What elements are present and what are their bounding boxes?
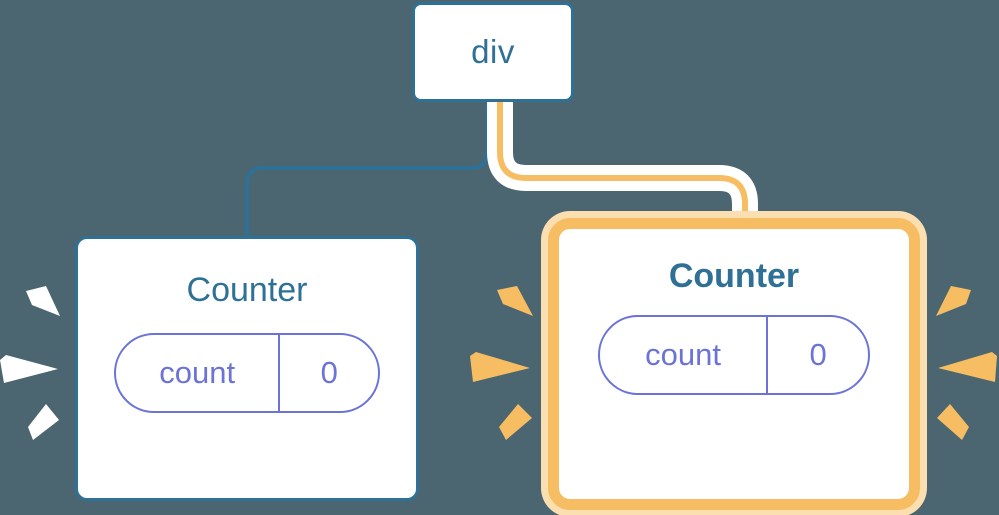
counter-right-title: Counter bbox=[668, 257, 800, 295]
ray-white-middle bbox=[0, 355, 58, 383]
node-counter-right[interactable]: Counter count 0 bbox=[548, 218, 920, 510]
burst-left-inner bbox=[470, 286, 533, 440]
edge-div-to-counter-left bbox=[245, 98, 489, 242]
counter-right-state-value: 0 bbox=[766, 317, 868, 393]
counter-right-state-key: count bbox=[645, 337, 721, 372]
ray-white-up bbox=[26, 286, 60, 316]
counter-right-state-pill: count 0 bbox=[598, 315, 870, 395]
burst-right bbox=[936, 286, 997, 440]
counter-left-state-pill: count 0 bbox=[114, 333, 380, 413]
node-div[interactable]: div bbox=[412, 2, 574, 102]
ray-white-down bbox=[28, 404, 59, 440]
ray-orange-right-middle bbox=[938, 352, 997, 382]
node-counter-left[interactable]: Counter count 0 bbox=[75, 236, 419, 501]
ray-orange-left-up bbox=[497, 286, 533, 316]
counter-left-state-value: 0 bbox=[278, 335, 378, 411]
burst-left-outer bbox=[0, 286, 60, 440]
counter-left-title: Counter bbox=[186, 271, 308, 309]
node-div-label: div bbox=[471, 33, 515, 70]
ray-orange-right-up bbox=[936, 286, 971, 316]
ray-orange-right-down bbox=[937, 404, 969, 440]
counter-left-state-key: count bbox=[159, 355, 236, 390]
ray-orange-left-middle bbox=[470, 352, 530, 382]
ray-orange-left-down bbox=[499, 404, 532, 440]
edge-div-to-counter-right bbox=[497, 100, 748, 238]
